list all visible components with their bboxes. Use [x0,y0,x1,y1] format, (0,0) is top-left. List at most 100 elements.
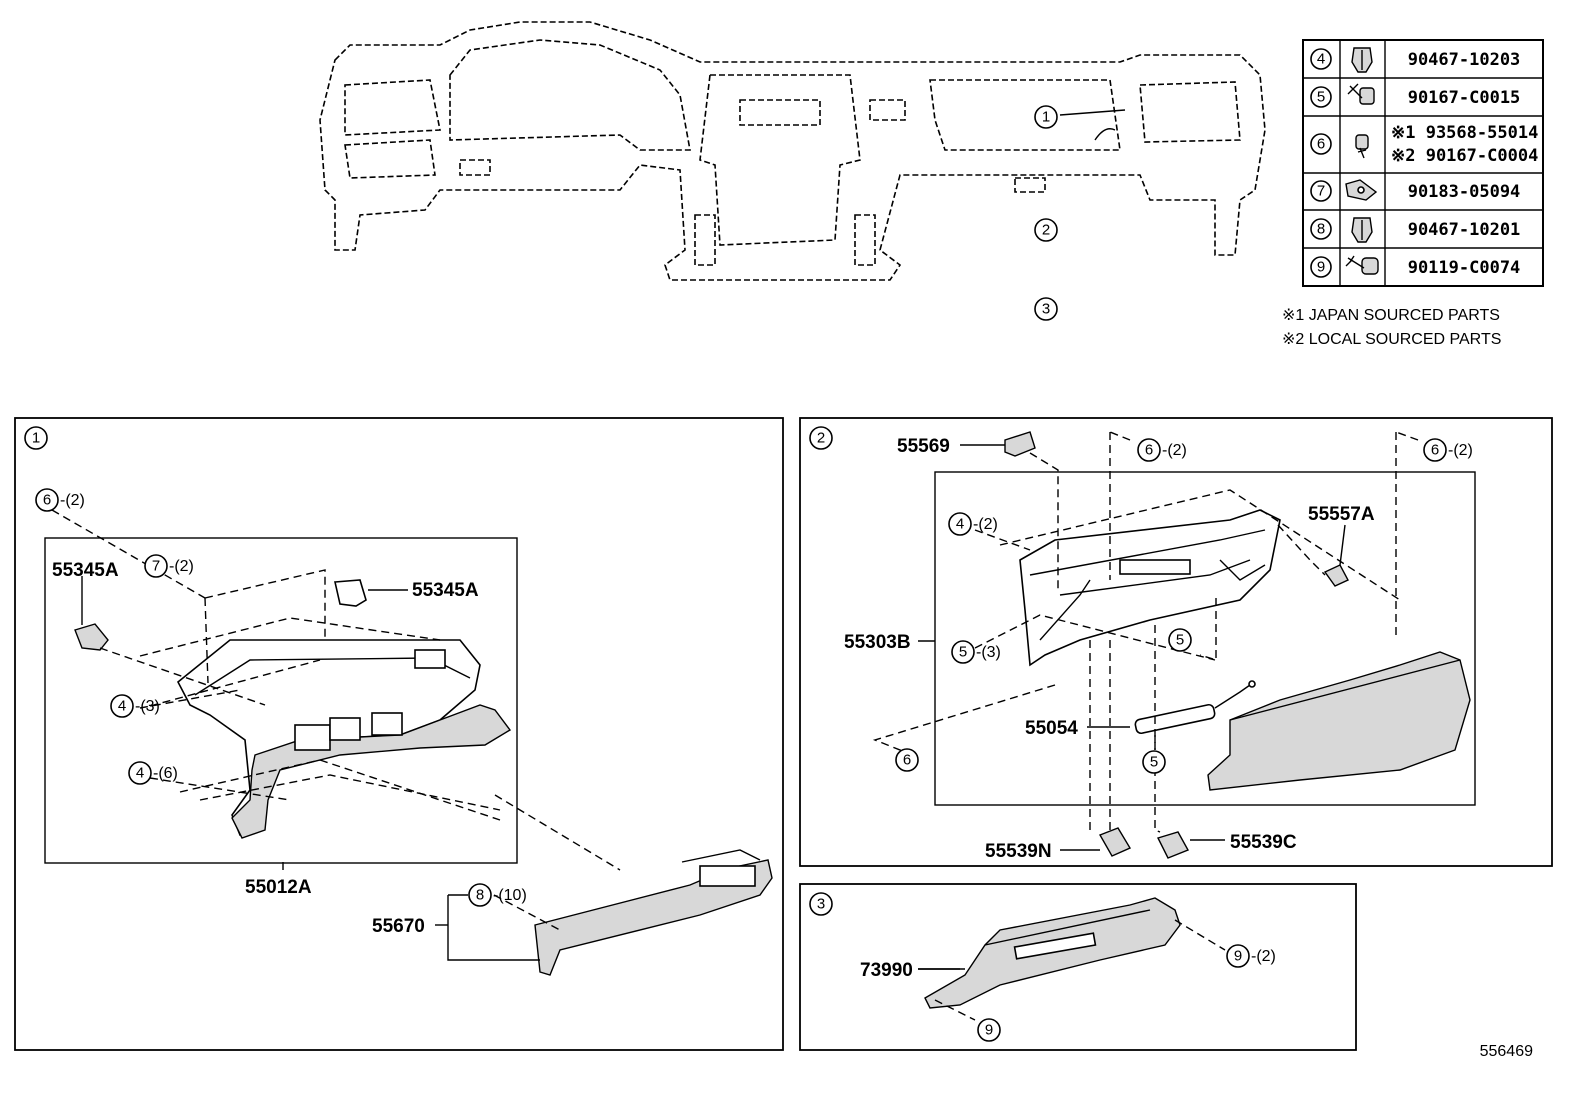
callout-5: 5 [1142,750,1166,774]
glove-box-frame-55303b [1019,509,1281,667]
table-row: 9 90119-C0074 [1310,255,1521,278]
svg-text:6: 6 [1145,442,1153,459]
part-label-55345a: 55345A [412,580,479,601]
svg-text:6: 6 [903,752,911,769]
console-panel-73990 [924,897,1181,1009]
part-label-55303b: 55303B [844,632,911,653]
svg-text:5: 5 [1150,754,1158,771]
part-label-55557a: 55557A [1308,504,1375,525]
part-label-55539c: 55539C [1230,832,1297,853]
cushion-55557a [1323,564,1349,587]
dashboard-overview [319,21,1266,281]
svg-text:4: 4 [118,698,126,715]
note-local-sourced: ※2 LOCAL SOURCED PARTS [1282,331,1501,348]
fastener-table: 4 90467-10203 5 90167-C0015 6 ※1 93568-5… [1302,39,1544,287]
svg-text:-(2): -(2) [1251,948,1276,965]
part-label-55569: 55569 [897,436,950,457]
note-japan-sourced: ※1 JAPAN SOURCED PARTS [1282,307,1500,324]
stopper-55539n [1098,827,1132,857]
glove-compartment-door-assembly [176,639,512,839]
svg-text:-(6): -(6) [153,765,178,782]
svg-text:4: 4 [956,516,964,533]
svg-text:※1 93568-55014: ※1 93568-55014 [1391,123,1538,143]
panel-2: 2 [799,417,1553,970]
svg-text:-(2): -(2) [1162,442,1187,459]
overview-callout-2: 2 [1034,218,1058,242]
svg-text:7: 7 [152,558,160,575]
callout-9: 9 -(2) [1226,944,1276,968]
svg-text:-(3): -(3) [135,698,160,715]
svg-text:9: 9 [1234,948,1242,965]
svg-text:9: 9 [1317,259,1325,276]
part-label-55012a: 55012A [245,877,312,898]
svg-text:-(3): -(3) [976,644,1001,661]
part-label-55054: 55054 [1025,718,1078,739]
svg-text:5: 5 [1176,632,1184,649]
svg-text:6: 6 [1431,442,1439,459]
svg-text:3: 3 [1042,301,1050,318]
glove-box-door [1207,651,1471,791]
clip-icon [1351,47,1373,73]
part-label-55539n: 55539N [985,841,1052,862]
callout-4: 4 -(3) [110,694,160,718]
part-label-55670: 55670 [372,916,425,937]
diagram-id: 556469 [1480,1043,1533,1060]
svg-text:90183-05094: 90183-05094 [1408,182,1521,202]
nut-clip-icon [1345,179,1378,201]
svg-text:※2 90167-C0004: ※2 90167-C0004 [1391,146,1538,166]
panel-3: 3 73990 9 -(2) 9 [799,883,1357,1051]
svg-text:2: 2 [1042,222,1050,239]
svg-text:90467-10203: 90467-10203 [1408,50,1521,70]
callout-6: 6 -(2) [1423,438,1473,462]
callout-5: 5 -(3) [951,640,1001,664]
callout-4: 4 -(2) [948,512,998,536]
svg-text:9: 9 [985,1022,993,1039]
part-label-73990: 73990 [860,960,913,981]
svg-text:7: 7 [1317,183,1325,200]
callout-5: 5 [1168,628,1192,652]
svg-text:3: 3 [817,896,825,913]
svg-text:-(2): -(2) [973,516,998,533]
callout-6: 6 -(2) [35,488,85,512]
svg-text:90467-10201: 90467-10201 [1408,220,1521,240]
callout-9: 9 [977,1018,1001,1042]
svg-text:6: 6 [1317,136,1325,153]
svg-text:5: 5 [959,644,967,661]
svg-text:90167-C0015: 90167-C0015 [1408,88,1521,108]
svg-text:1: 1 [1042,109,1050,126]
svg-text:4: 4 [136,765,144,782]
svg-text:-(2): -(2) [1448,442,1473,459]
stopper-55539c [1157,831,1189,859]
callout-8: 8 -(10) [468,883,527,907]
screw-icon [1347,83,1375,105]
svg-text:90119-C0074: 90119-C0074 [1408,258,1521,278]
damper-55054 [1134,680,1256,735]
table-row: 6 ※1 93568-55014 ※2 90167-C0004 [1310,123,1538,166]
callout-6: 6 [895,748,919,772]
overview-callout-3: 3 [1034,297,1058,321]
overview-callout-1: 1 [1034,105,1058,129]
callout-4: 4 -(6) [128,761,178,785]
part-label-55345a: 55345A [52,560,119,581]
svg-text:4: 4 [1317,51,1325,68]
screw-icon [1345,255,1379,275]
clip-55345a-right [334,579,367,607]
callout-7: 7 -(2) [144,554,194,578]
svg-text:-(2): -(2) [60,492,85,509]
panel-1: 1 [14,417,784,1051]
table-row: 5 90167-C0015 [1310,83,1521,108]
lower-panel-55670 [534,849,773,976]
clip-55345a-left [74,623,109,651]
svg-text:6: 6 [43,492,51,509]
screw-icon [1355,134,1369,159]
clip-icon [1351,217,1373,243]
cushion-55569 [1004,431,1036,457]
table-row: 7 90183-05094 [1310,179,1521,202]
svg-text:8: 8 [476,887,484,904]
svg-text:-(10): -(10) [493,887,527,904]
callout-6: 6 -(2) [1137,438,1187,462]
svg-text:2: 2 [817,430,825,447]
svg-text:1: 1 [32,430,40,447]
svg-text:5: 5 [1317,89,1325,106]
